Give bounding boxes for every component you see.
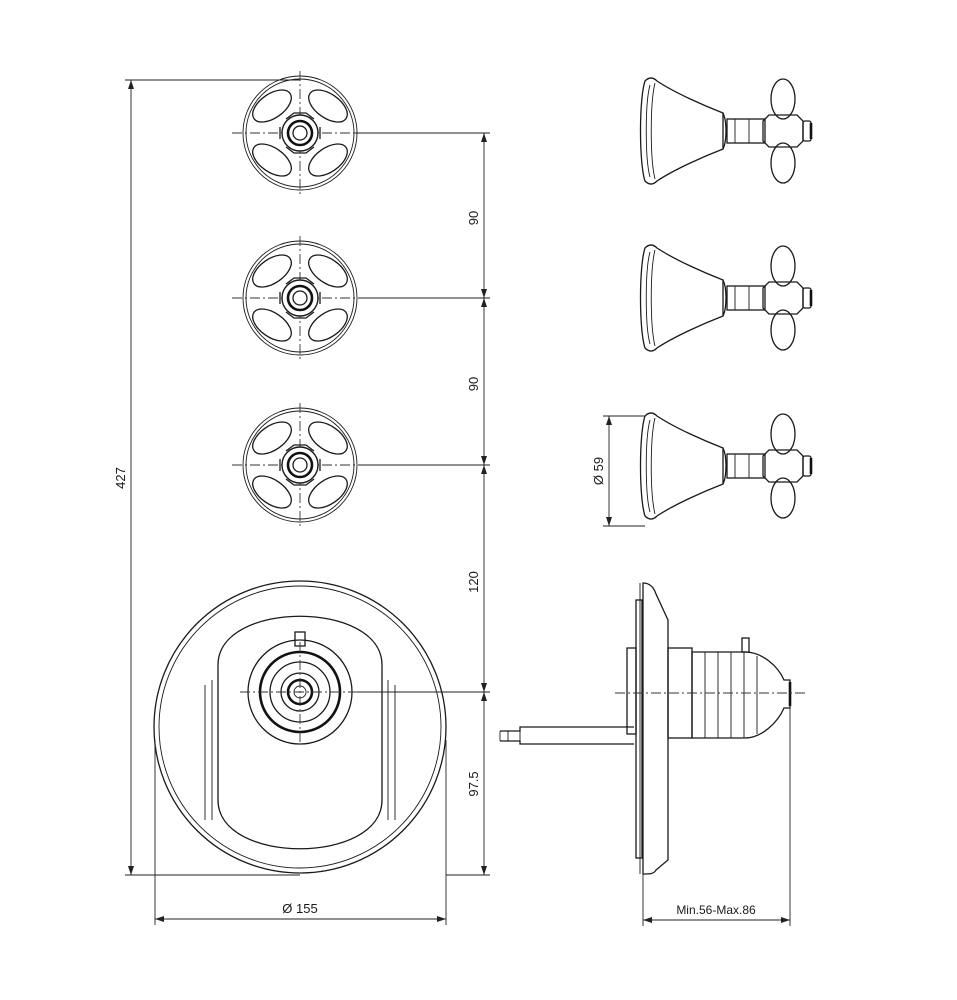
front-round-plate: [153, 580, 447, 874]
dimension-vertical-chain: 90 90 120 97.5: [355, 132, 490, 876]
dimension-handle-diameter: Ø 59: [591, 415, 645, 527]
front-handle-1: [230, 69, 370, 197]
spacing-label-1: 90: [466, 211, 481, 225]
handle-diameter-label: Ø 59: [591, 457, 606, 485]
side-thermostat-body: [499, 582, 806, 875]
total-height-label: 427: [113, 467, 128, 489]
side-handle-2: [639, 243, 813, 353]
spacing-label-3: 120: [466, 571, 481, 593]
plate-diameter-label: Ø 155: [282, 901, 317, 916]
dimension-wall-depth: Min.56-Max.86: [642, 706, 791, 926]
side-handle-1: [639, 76, 813, 186]
front-handle-3: [230, 401, 370, 529]
dimension-total-height: 427: [113, 79, 300, 876]
front-handle-2: [230, 234, 370, 362]
spacing-label-4: 97.5: [466, 771, 481, 796]
spacing-label-2: 90: [466, 377, 481, 391]
wall-depth-label: Min.56-Max.86: [676, 903, 756, 917]
side-handle-3: [639, 411, 813, 521]
dimension-plate-diameter: Ø 155: [154, 740, 447, 925]
